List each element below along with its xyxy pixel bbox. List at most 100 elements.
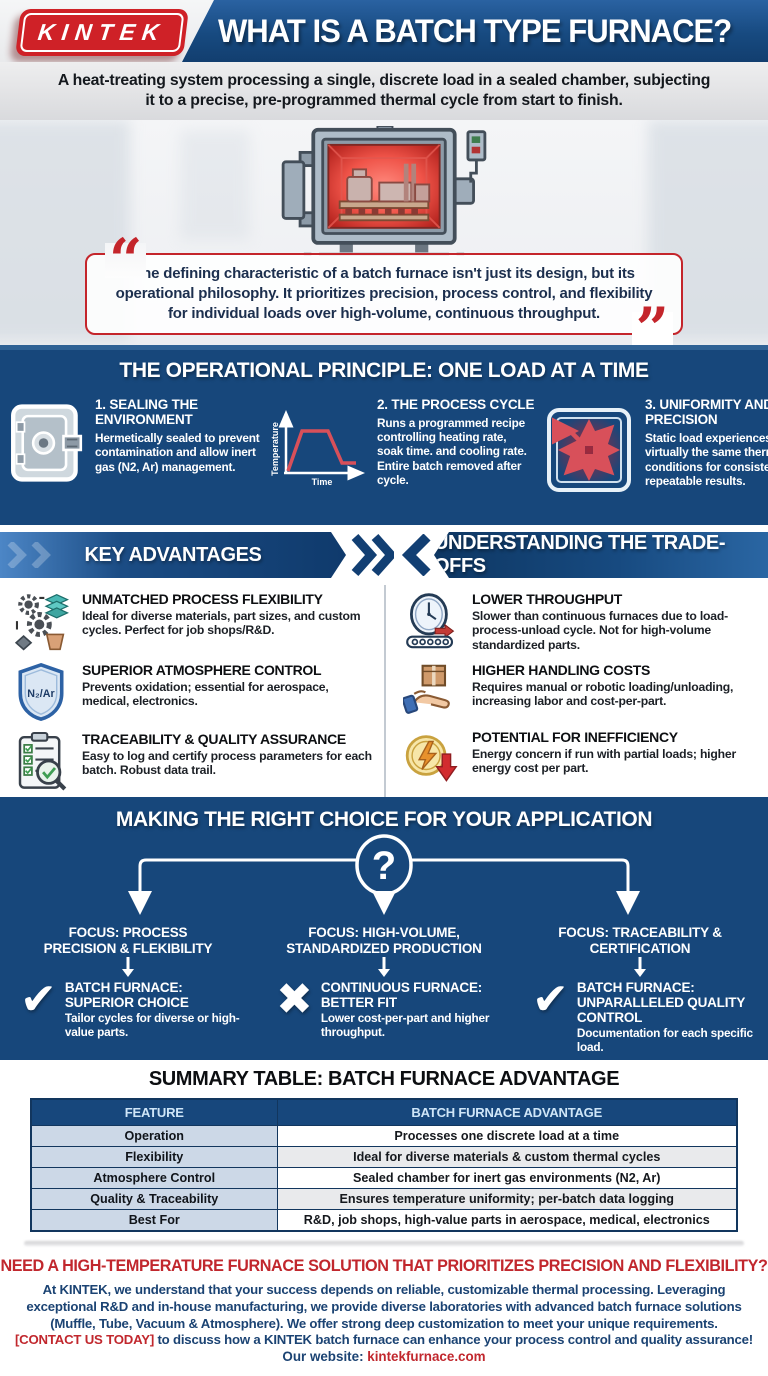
title-banner: WHAT IS A BATCH TYPE FURNACE? [182, 0, 768, 62]
question-mark-icon: ? [372, 844, 396, 888]
focus-label-3: FOCUS: TRACEABILITY & CERTIFICATION [558, 925, 722, 956]
summary-table-title: SUMMARY TABLE: BATCH FURNACE ADVANTAGE [148, 1068, 620, 1090]
close-quote-icon: ” [631, 300, 673, 345]
table-row: Best For R&D, job shops, high-value part… [30, 1208, 738, 1231]
step-title: 3. UNIFORMITY AND PRECISION [645, 397, 768, 428]
chevron-left-icon [401, 534, 431, 576]
choice-section: MAKING THE RIGHT CHOICE FOR YOUR APPLICA… [0, 797, 768, 1060]
tradeoff-item-1: LOWER THROUGHPUT Slower than continuous … [400, 591, 760, 653]
footer-body: At KINTEK, we understand that your succe… [26, 1282, 742, 1332]
column-banners: KEY ADVANTAGES UNDERSTANDING THE TRADE-O… [0, 525, 768, 585]
footer-section: NEED A HIGH-TEMPERATURE FURNACE SOLUTION… [0, 1248, 768, 1376]
footer-headline: NEED A HIGH-TEMPERATURE FURNACE SOLUTION… [0, 1257, 768, 1275]
quote-box: The defining characteristic of a batch f… [85, 253, 683, 335]
cta-rest-text: to discuss how a KINTEK batch furnace ca… [154, 1332, 753, 1348]
uniformity-arrows-icon [542, 393, 638, 502]
advantage-item-2: N₂/Ar SUPERIOR ATMOSPHERE CONTROL Preven… [10, 662, 376, 722]
result-row: ✔ BATCH FURNACE: SUPERIOR CHOICE Tailor … [0, 973, 768, 1055]
feature-cell: Operation [30, 1124, 278, 1147]
flow-connector: ? [128, 834, 640, 915]
website-label: Our website: [282, 1349, 368, 1365]
advantage-cell: Ensures temperature uniformity; per-batc… [276, 1187, 738, 1210]
website-link[interactable]: kintekfurnace.com [367, 1349, 486, 1365]
svg-text:N₂/Ar: N₂/Ar [27, 688, 54, 700]
intro-text: A heat-treating system processing a sing… [57, 72, 711, 109]
step-title: 1. SEALING THE ENVIRONMENT [95, 397, 198, 428]
table-header-advantage: BATCH FURNACE ADVANTAGE [276, 1098, 738, 1126]
table-header-row: FEATURE BATCH FURNACE ADVANTAGE [30, 1098, 738, 1126]
key-advantages-banner: KEY ADVANTAGES [0, 532, 346, 578]
advantage-title: UNMATCHED PROCESS FLEXIBILITY [82, 591, 323, 607]
focus-label-2: FOCUS: HIGH-VOLUME, STANDARDIZED PRODUCT… [286, 925, 482, 956]
page-title: WHAT IS A BATCH TYPE FURNACE? [218, 12, 732, 49]
feature-cell: Flexibility [30, 1145, 278, 1168]
tradeoff-body: Slower than continuous furnaces due to l… [472, 609, 728, 652]
result-body: Tailor cycles for diverse or high-value … [64, 1011, 240, 1039]
feature-cell: Best For [30, 1208, 278, 1231]
advantage-body: Ideal for diverse materials, part sizes,… [82, 609, 361, 638]
arrow-row [0, 956, 768, 978]
advantages-column: UNMATCHED PROCESS FLEXIBILITY Ideal for … [0, 585, 384, 797]
tradeoff-body: Requires manual or robotic loading/unloa… [472, 680, 734, 709]
tradeoff-item-2: HIGHER HANDLING COSTS Requires manual or… [400, 662, 760, 720]
down-arrow-icon [634, 956, 646, 977]
result-title: CONTINUOUS FURNACE: BETTER FIT [320, 979, 483, 1010]
section-divider [0, 1238, 768, 1248]
cross-icon: ✖ [276, 973, 313, 1025]
svg-text:Time: Time [312, 477, 333, 487]
furnace-icon [281, 125, 487, 256]
website-line: Our website: kintekfurnace.com [0, 1349, 768, 1364]
advantage-title: SUPERIOR ATMOSPHERE CONTROL [82, 662, 322, 678]
operational-step-1: 1. SEALING THE ENVIRONMENT Hermetically … [95, 393, 263, 502]
focus-row: FOCUS: PROCESS PRECISION & FLEKIBILITY F… [0, 925, 768, 957]
advantage-item-1: UNMATCHED PROCESS FLEXIBILITY Ideal for … [10, 591, 376, 653]
contact-cta[interactable]: [CONTACT US TODAY] [14, 1332, 155, 1348]
tradeoff-item-3: POTENTIAL FOR INEFFICIENCY Energy concer… [400, 729, 760, 789]
header: WHAT IS A BATCH TYPE FURNACE? KINTEK [0, 0, 768, 62]
tradeoff-title: HIGHER HANDLING COSTS [472, 662, 651, 678]
operational-step-2: 2. THE PROCESS CYCLE Runs a programmed r… [377, 393, 535, 502]
advantage-body: Easy to log and certify process paramete… [82, 749, 372, 778]
step-body: Hermetically sealed to prevent contamina… [95, 431, 260, 474]
shield-n2ar-icon: N₂/Ar [10, 662, 72, 722]
clock-conveyor-icon [400, 591, 462, 653]
principle-title: THE OPERATIONAL PRINCIPLE: ONE LOAD AT A… [119, 359, 649, 382]
table-row: Atmosphere Control Sealed chamber for in… [30, 1166, 738, 1189]
tradeoffs-title: UNDERSTANDING THE TRADE-OFFS [434, 532, 726, 577]
advantages-tradeoffs-body: UNMATCHED PROCESS FLEXIBILITY Ideal for … [0, 585, 768, 797]
feature-cell: Atmosphere Control [30, 1166, 278, 1189]
result-body: Lower cost-per-part and higher throughpu… [320, 1011, 490, 1039]
step-title: 2. THE PROCESS CYCLE [377, 397, 535, 412]
down-arrow-icon [378, 956, 390, 977]
tradeoff-title: POTENTIAL FOR INEFFICIENCY [472, 729, 678, 745]
svg-text:Temperature: Temperature [270, 422, 280, 476]
result-body: Documentation for each specific load. [576, 1026, 753, 1055]
open-quote-icon: “ [105, 231, 147, 289]
advantage-item-3: TRACEABILITY & QUALITY ASSURANCE Easy to… [10, 731, 376, 791]
quote-text: The defining characteristic of a batch f… [115, 265, 653, 322]
advantage-cell: Ideal for diverse materials & custom the… [276, 1145, 738, 1168]
result-2: ✖ CONTINUOUS FURNACE: BETTER FIT Lower c… [256, 973, 512, 1055]
tradeoff-title: LOWER THROUGHPUT [472, 591, 622, 607]
gears-layers-icon [10, 591, 72, 653]
footer-cta-line: [CONTACT US TODAY] to discuss how a KINT… [0, 1332, 768, 1347]
tradeoff-body: Energy concern if run with partial loads… [472, 747, 736, 776]
operational-step-3: 3. UNIFORMITY AND PRECISION Static load … [645, 393, 768, 502]
table-header-feature: FEATURE [30, 1098, 278, 1126]
hero-section: The defining characteristic of a batch f… [0, 120, 768, 345]
result-title: BATCH FURNACE: SUPERIOR CHOICE [64, 979, 189, 1010]
intro-strip: A heat-treating system processing a sing… [0, 62, 768, 120]
choice-title: MAKING THE RIGHT CHOICE FOR YOUR APPLICA… [115, 808, 653, 831]
feature-cell: Quality & Traceability [30, 1187, 278, 1210]
table-row: Quality & Traceability Ensures temperatu… [30, 1187, 738, 1210]
summary-table-section: SUMMARY TABLE: BATCH FURNACE ADVANTAGE F… [0, 1060, 768, 1238]
table-row: Operation Processes one discrete load at… [30, 1124, 738, 1147]
step-body: Runs a programmed recipe controlling hea… [377, 416, 527, 487]
advantage-cell: Sealed chamber for inert gas environment… [276, 1166, 738, 1189]
chevron-right-icon [351, 534, 394, 576]
check-icon: ✔ [20, 973, 57, 1025]
hand-box-icon [400, 662, 462, 720]
clipboard-magnifier-icon [10, 731, 72, 791]
operational-principle-section: THE OPERATIONAL PRINCIPLE: ONE LOAD AT A… [0, 345, 768, 525]
kintek-logo: KINTEK [15, 9, 189, 56]
